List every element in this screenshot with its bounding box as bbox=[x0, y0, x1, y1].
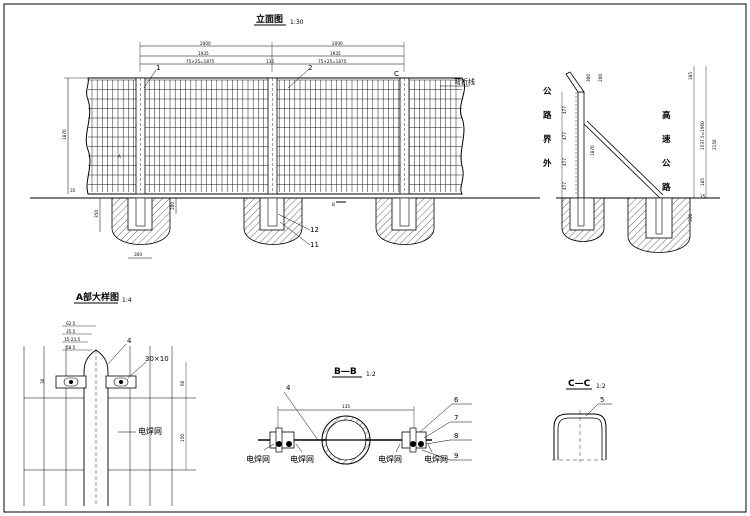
foundation-1 bbox=[111, 197, 171, 245]
right-text-3: 路 bbox=[662, 182, 671, 193]
detail-callout-4: 4 bbox=[127, 337, 132, 345]
dim-mesh-1: 75×25=1875 bbox=[186, 59, 215, 64]
bb-clamp-left bbox=[269, 427, 295, 453]
elevation-title: 立面图 bbox=[256, 13, 283, 25]
elevation-view: 立面图 1:30 2000 2000 1935 1935 75×25=1875 … bbox=[30, 13, 540, 259]
left-text-3: 外 bbox=[542, 158, 552, 169]
mark-c-top: C bbox=[394, 70, 399, 78]
bend-line-label: 弯折线 bbox=[454, 77, 475, 86]
post-1 bbox=[135, 77, 146, 195]
dim-post: 135 bbox=[266, 59, 274, 64]
side-right-3: 2150 bbox=[712, 139, 717, 150]
detail-a-title: A部大样图 bbox=[76, 291, 119, 303]
detail-dim-right-1: 60 bbox=[180, 380, 185, 386]
sheet-frame bbox=[3, 3, 747, 513]
cc-callout-5: 5 bbox=[600, 396, 604, 404]
side-dim-1: 477 bbox=[562, 132, 567, 140]
detail-dim-3: 58.5 bbox=[66, 345, 76, 350]
side-post-dim: 1870 bbox=[590, 145, 595, 156]
side-dim-2: 477 bbox=[562, 158, 567, 166]
found-width: 300 bbox=[134, 252, 142, 257]
detail-dim-left: 30 bbox=[40, 378, 45, 384]
bb-mesh-label-2: 电焊网 bbox=[290, 454, 314, 464]
detail-mesh-label: 电焊网 bbox=[138, 426, 162, 436]
bb-mesh-label-1: 电焊网 bbox=[246, 454, 270, 464]
dim-total-1: 2000 bbox=[200, 41, 211, 46]
side-view: 公 路 界 外 高 速 公 路 477 477 477 477 1870 300… bbox=[542, 66, 720, 253]
foundation-3 bbox=[375, 197, 435, 245]
side-found-dim: 350 bbox=[688, 214, 693, 222]
detail-a-scale: 1:4 bbox=[122, 297, 132, 304]
detail-dim-0: 62.5 bbox=[66, 321, 76, 326]
bb-callout-8: 8 bbox=[454, 432, 458, 440]
side-right-4: 185 bbox=[700, 178, 705, 186]
side-right-5: 35 bbox=[700, 194, 706, 199]
callout-12: 12 bbox=[310, 226, 319, 234]
right-text-2: 公 bbox=[662, 159, 671, 169]
found-top: 200 bbox=[170, 202, 175, 210]
side-dim-3: 477 bbox=[562, 182, 567, 190]
mark-a: A bbox=[118, 154, 121, 159]
elevation-scale: 1:30 bbox=[290, 19, 304, 26]
found-depth: 350 bbox=[94, 210, 99, 218]
dim-mesh-2: 75×25=1875 bbox=[318, 59, 347, 64]
foundation-2 bbox=[243, 197, 303, 245]
callout-1: 1 bbox=[156, 64, 160, 72]
right-text-1: 速 bbox=[662, 134, 671, 145]
detail-a-view: A部大样图 1:4 62.5 35.5 15-23.5 58.5 4 bbox=[23, 291, 196, 506]
side-dim-arm: 200 bbox=[598, 74, 603, 82]
dim-inner-1: 1935 bbox=[198, 51, 209, 56]
post-3 bbox=[399, 77, 410, 195]
section-cc-title: C—C bbox=[568, 379, 591, 389]
ground-dim: 35 bbox=[70, 188, 76, 193]
section-bb-scale: 1:2 bbox=[366, 371, 376, 378]
right-text-0: 高 bbox=[662, 110, 671, 121]
bb-callout-7: 7 bbox=[454, 414, 458, 422]
bb-callout-4: 4 bbox=[286, 384, 291, 392]
bb-mesh-label-4: 电焊网 bbox=[424, 454, 448, 464]
post-2 bbox=[267, 77, 278, 195]
section-bb-view: B—B 1:2 135 4 6 bbox=[246, 367, 472, 465]
detail-dim-2: 15-23.5 bbox=[64, 337, 80, 342]
bb-callout-9: 9 bbox=[454, 452, 458, 460]
detail-slot: 30×10 bbox=[145, 355, 169, 363]
section-bb-title: B—B bbox=[334, 367, 357, 377]
section-cc-view: C—C 1:2 5 bbox=[552, 379, 612, 462]
callout-2: 2 bbox=[308, 64, 312, 72]
side-dim-0: 477 bbox=[562, 106, 567, 114]
left-text-1: 路 bbox=[543, 110, 552, 121]
bb-mesh-label-3: 电焊网 bbox=[378, 454, 402, 464]
bb-dim: 135 bbox=[342, 404, 350, 409]
mark-b: B bbox=[332, 202, 335, 207]
left-text-0: 公 bbox=[543, 87, 552, 97]
side-dim-top: 300 bbox=[586, 74, 591, 82]
side-right-2: 1537.5=1960 bbox=[700, 121, 705, 150]
detail-dim-right-2: 150 bbox=[180, 434, 185, 442]
side-right-1: 185 bbox=[688, 72, 693, 80]
section-cc-scale: 1:2 bbox=[596, 383, 606, 390]
detail-dim-1: 35.5 bbox=[66, 329, 76, 334]
dim-inner-2: 1935 bbox=[330, 51, 341, 56]
bb-callout-6: 6 bbox=[454, 396, 459, 404]
height-dim: 1870 bbox=[62, 129, 67, 140]
dim-total-2: 2000 bbox=[332, 41, 343, 46]
left-text-2: 界 bbox=[543, 134, 552, 145]
bb-clamp-right bbox=[401, 427, 427, 453]
callout-11: 11 bbox=[310, 241, 319, 249]
